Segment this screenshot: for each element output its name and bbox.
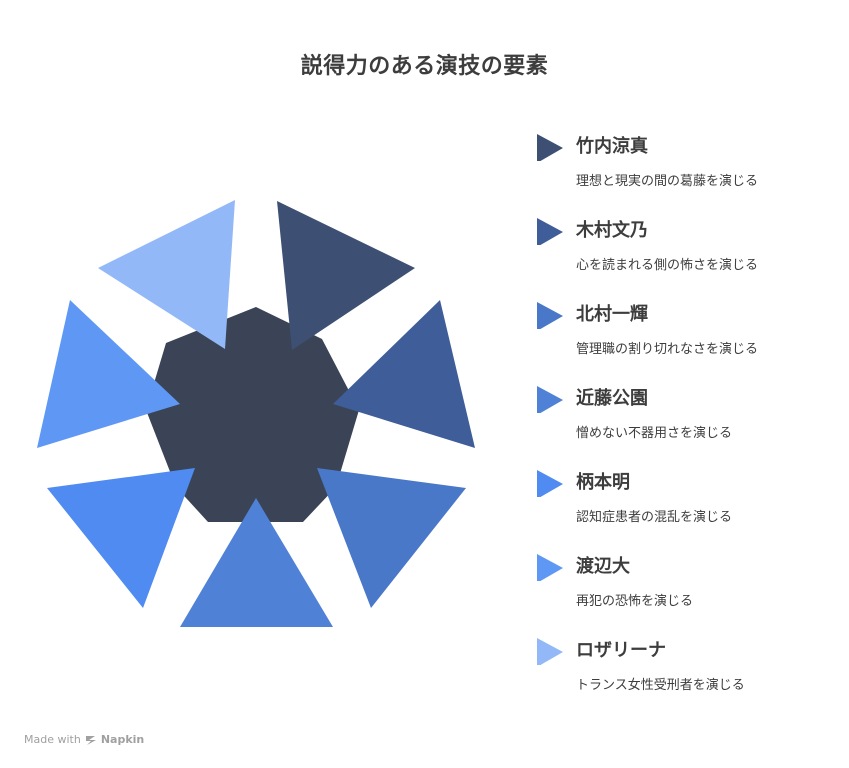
legend-item-takeuchi: 竹内涼真 理想と現実の間の葛藤を演じる — [534, 128, 834, 208]
legend-name: 木村文乃 — [576, 220, 648, 241]
footer-credit[interactable]: Made with Napkin — [24, 733, 144, 746]
legend-name: 渡辺大 — [576, 556, 630, 577]
triangle-segment-takeuchi — [277, 201, 415, 350]
triangle-right-icon — [537, 554, 563, 581]
legend-item-kondo: 近藤公園 憎めない不器用さを演じる — [534, 380, 834, 460]
legend-item-emoto: 柄本明 認知症患者の混乱を演じる — [534, 464, 834, 544]
legend-desc: 理想と現実の間の葛藤を演じる — [576, 174, 759, 189]
triangle-segment-kondo — [180, 498, 333, 627]
triangle-right-icon — [537, 638, 563, 665]
triangle-right-icon — [537, 134, 563, 161]
footer-made-with: Made with — [24, 733, 81, 746]
triangle-right-icon — [537, 302, 563, 329]
legend-name: 北村一輝 — [576, 304, 648, 325]
triangle-segment-kitamura — [317, 468, 466, 608]
legend-item-kitamura: 北村一輝 管理職の割り切れなさを演じる — [534, 296, 834, 376]
legend-desc: 認知症患者の混乱を演じる — [576, 510, 733, 525]
page-title: 説得力のある演技の要素 — [300, 54, 549, 79]
legend-desc: トランス女性受刑者を演じる — [576, 678, 745, 693]
legend-item-watanabe: 渡辺大 再犯の恐怖を演じる — [534, 548, 834, 628]
legend-name: 近藤公園 — [576, 388, 648, 409]
legend-name: ロザリーナ — [576, 640, 666, 661]
triangle-right-icon — [537, 386, 563, 413]
legend-name: 竹内涼真 — [576, 136, 648, 157]
legend-desc: 憎めない不器用さを演じる — [576, 426, 733, 441]
footer-brand: Napkin — [100, 733, 145, 746]
legend-desc: 再犯の恐怖を演じる — [576, 594, 694, 609]
legend-desc: 管理職の割り切れなさを演じる — [576, 342, 759, 357]
center-heptagon — [146, 307, 359, 522]
legend-name: 柄本明 — [576, 472, 630, 493]
legend-item-kimura: 木村文乃 心を読まれる側の怖さを演じる — [534, 212, 834, 292]
triangle-segment-rosalina — [98, 200, 235, 349]
triangle-right-icon — [537, 218, 563, 245]
legend-item-rosalina: ロザリーナ トランス女性受刑者を演じる — [534, 632, 834, 712]
triangle-segment-kimura — [333, 300, 475, 448]
triangle-segment-emoto — [47, 468, 195, 608]
legend-desc: 心を読まれる側の怖さを演じる — [576, 258, 759, 273]
triangle-segment-watanabe — [37, 300, 180, 448]
triangle-right-icon — [537, 470, 563, 497]
napkin-logo-icon — [85, 735, 96, 745]
